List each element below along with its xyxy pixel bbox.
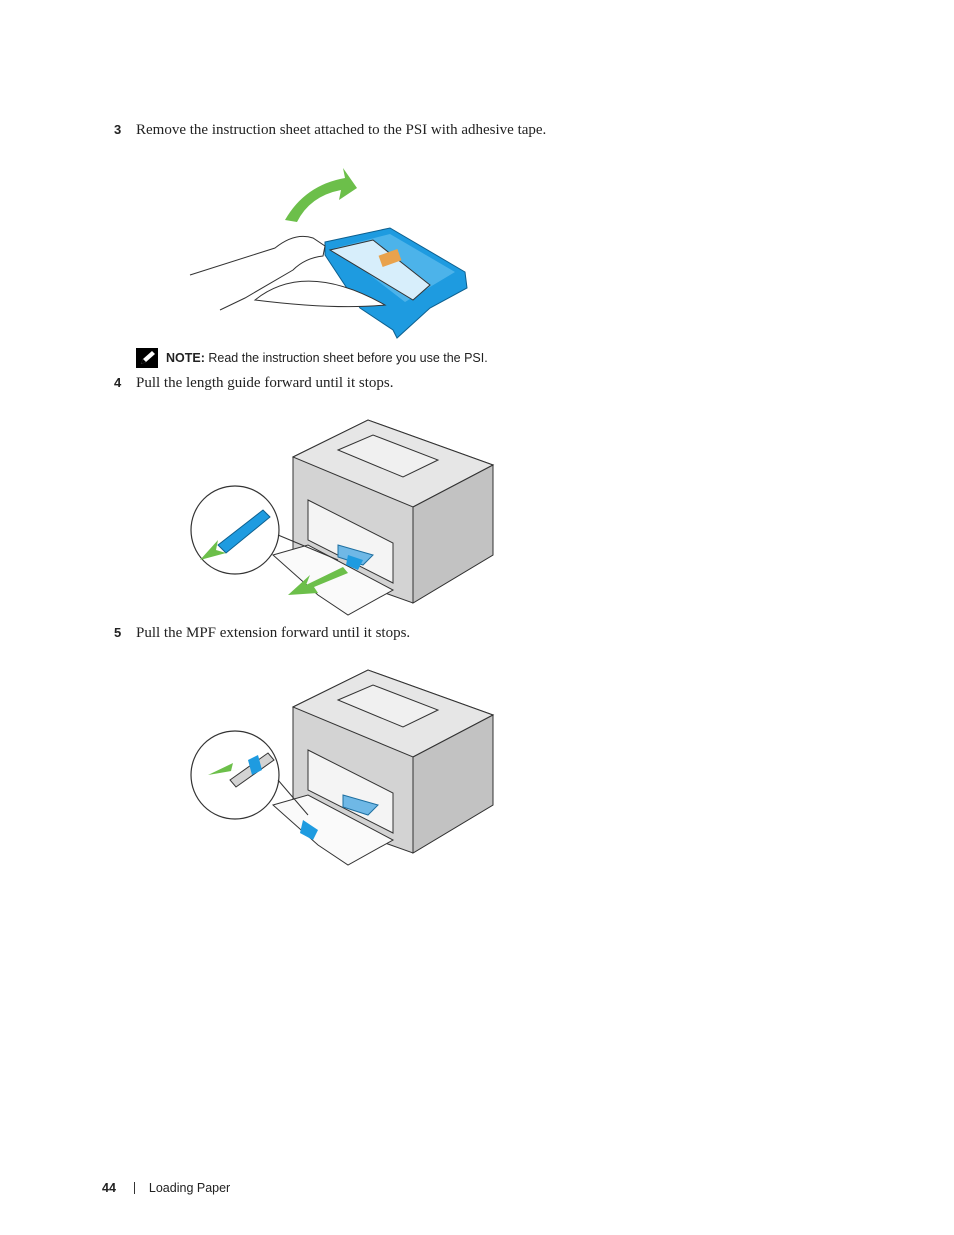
- step-text: Pull the length guide forward until it s…: [136, 375, 394, 391]
- green-arrow-icon: [285, 168, 357, 222]
- printer-length-guide-illustration: [190, 419, 495, 616]
- step-number: 5: [114, 625, 122, 640]
- green-arrow-icon: [208, 763, 243, 775]
- note-label: NOTE:: [166, 351, 205, 365]
- step-3: 3 Remove the instruction sheet attached t…: [114, 121, 546, 139]
- step-text: Pull the MPF extension forward until it …: [136, 625, 411, 641]
- footer-divider: [133, 1182, 135, 1194]
- step-5: 5 Pull the MPF extension forward until it…: [114, 624, 410, 642]
- psi-illustration: [189, 168, 468, 339]
- note-text: Read the instruction sheet before you us…: [208, 351, 488, 365]
- printer-mpf-extension-illustration: [190, 669, 495, 866]
- green-arrow-icon: [288, 567, 348, 595]
- step-number: 3: [114, 122, 122, 137]
- note: NOTE: Read the instruction sheet before …: [136, 348, 488, 368]
- pencil-note-icon: [136, 348, 158, 368]
- step-number: 4: [114, 375, 122, 390]
- page-footer: 44 Loading Paper: [102, 1181, 230, 1195]
- page-number: 44: [102, 1181, 116, 1195]
- step-4: 4 Pull the length guide forward until it …: [114, 374, 393, 392]
- step-text: Remove the instruction sheet attached to…: [136, 122, 547, 138]
- green-arrow-icon: [200, 540, 226, 560]
- section-title: Loading Paper: [148, 1181, 231, 1195]
